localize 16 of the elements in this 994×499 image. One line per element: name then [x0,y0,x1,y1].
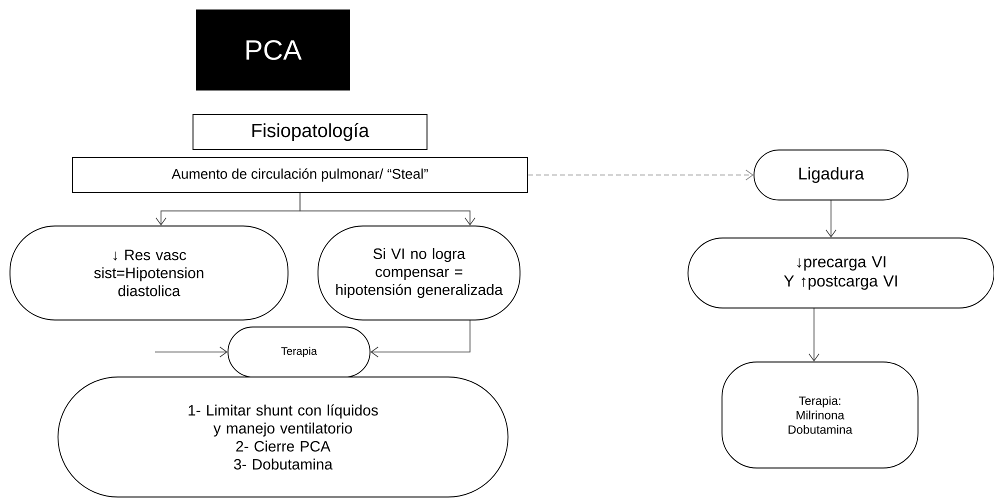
rounded-box: Terapia [228,326,370,378]
rounded-box: Ligadura [754,150,908,200]
arrow [300,192,476,226]
rounded-box: Terapia: Milrinona Dobutamina [722,362,918,468]
process-box: Aumento de circulación pulmonar/ “Steal” [72,157,528,193]
arrow [808,308,820,362]
rounded-box: 1- Limitar shunt con líquidos y manejo ventilatorio 2- Cierre PCA 3- Dobutamina [58,376,508,498]
arrow [826,200,836,238]
arrow [370,320,470,358]
heading-box: Fisiopatología [192,114,428,150]
rounded-box: ↓ Res vasc sist=Hipotension diastolica [10,226,288,320]
title-box: PCA [196,10,350,90]
rounded-box: ↓precarga VI Y ↑postcarga VI [688,238,994,308]
arrow [528,170,754,180]
arrow [154,346,228,358]
rounded-box: Si VI no logra compensar = hipotensión generalizada [318,226,520,320]
